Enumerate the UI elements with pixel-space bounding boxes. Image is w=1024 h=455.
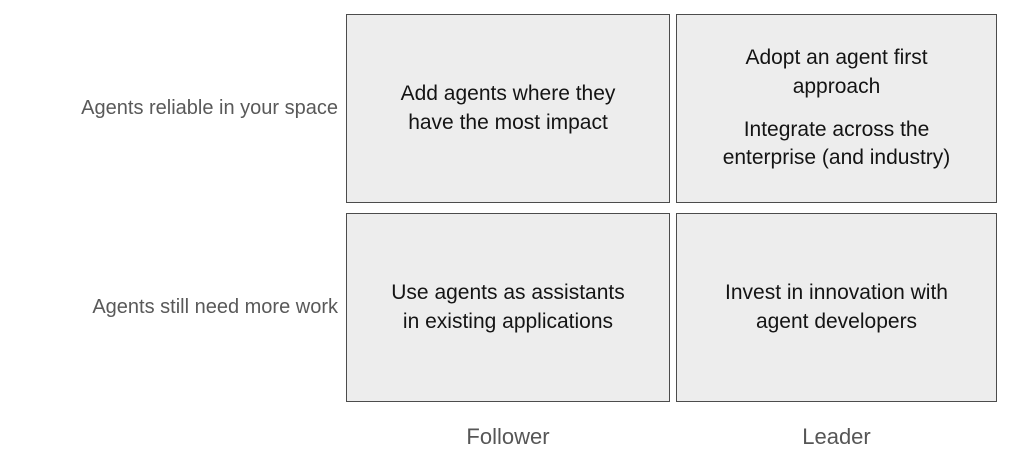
cell-text: Add agents where they have the most impa…	[400, 81, 616, 134]
cell-text: Invest in innovation with agent develope…	[725, 280, 948, 333]
col-label-leader: Leader	[802, 424, 871, 449]
footer-spacer	[0, 412, 340, 452]
cell-leader-reliable: Adopt an agent first approach Integrate …	[676, 14, 997, 203]
row-label-agents-need-work: Agents still need more work	[92, 296, 338, 318]
col-label-follower: Follower	[466, 424, 550, 449]
cell-text: Adopt an agent first approach	[745, 45, 928, 98]
cell-text: Integrate across the enterprise (and ind…	[722, 117, 951, 170]
cell-text: Use agents as assistants in existing app…	[391, 280, 625, 333]
cell-follower-reliable: Add agents where they have the most impa…	[346, 14, 670, 203]
row-label-agents-reliable: Agents reliable in your space	[81, 97, 338, 119]
cell-follower-need-work: Use agents as assistants in existing app…	[346, 213, 670, 402]
cell-leader-need-work: Invest in innovation with agent develope…	[676, 213, 997, 402]
matrix-grid: Agents reliable in your space Add agents…	[0, 14, 997, 452]
